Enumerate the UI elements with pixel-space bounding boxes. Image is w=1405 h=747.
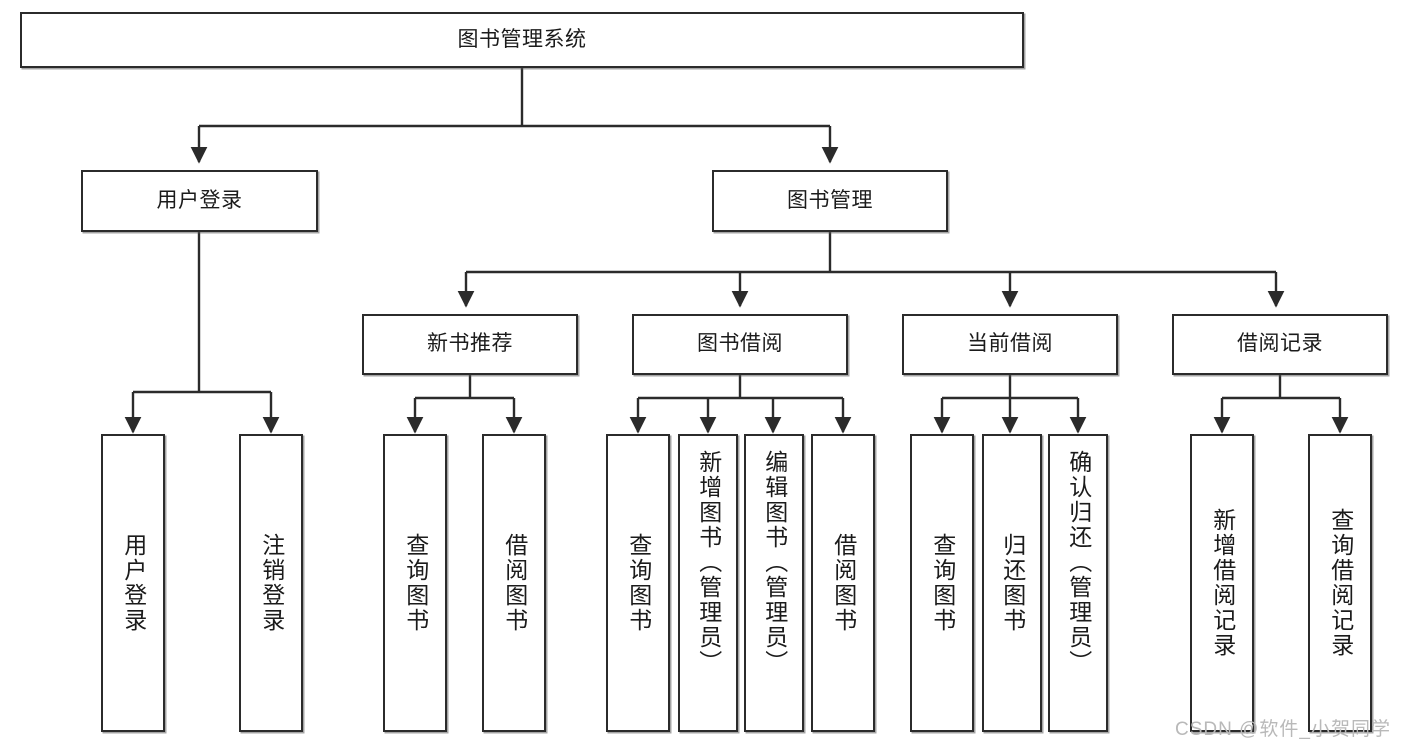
leaf-node-query-book-current[interactable]: 查询图书 — [910, 434, 974, 732]
node-label: 借阅图书 — [501, 533, 528, 633]
node-label: 确认归还（管理员） — [1065, 450, 1092, 675]
node-label: 查询图书 — [929, 533, 956, 633]
node-label: 归还图书 — [999, 533, 1026, 633]
leaf-node-query-book-borrow[interactable]: 查询图书 — [606, 434, 670, 732]
node-label: 用户登录 — [120, 533, 147, 633]
leaf-node-add-book-admin[interactable]: 新增图书（管理员） — [678, 434, 738, 732]
node-book-management[interactable]: 图书管理 — [712, 170, 948, 232]
node-label: 借阅记录 — [1237, 332, 1323, 356]
node-user-login[interactable]: 用户登录 — [81, 170, 318, 232]
node-root-system[interactable]: 图书管理系统 — [20, 12, 1024, 68]
leaf-node-query-borrow-record[interactable]: 查询借阅记录 — [1308, 434, 1372, 732]
leaf-node-confirm-return-admin[interactable]: 确认归还（管理员） — [1048, 434, 1108, 732]
node-label: 编辑图书（管理员） — [761, 450, 788, 675]
leaf-node-query-book-recommend[interactable]: 查询图书 — [383, 434, 447, 732]
leaf-node-logout[interactable]: 注销登录 — [239, 434, 303, 732]
node-book-borrow[interactable]: 图书借阅 — [632, 314, 848, 375]
leaf-node-borrow-book[interactable]: 借阅图书 — [811, 434, 875, 732]
leaf-node-user-login[interactable]: 用户登录 — [101, 434, 165, 732]
node-label: 图书借阅 — [697, 332, 783, 356]
node-label: 新增借阅记录 — [1209, 508, 1236, 658]
leaf-node-add-borrow-record[interactable]: 新增借阅记录 — [1190, 434, 1254, 732]
watermark-text: CSDN @软件_小贺同学 — [1175, 719, 1391, 740]
node-borrow-records[interactable]: 借阅记录 — [1172, 314, 1388, 375]
node-label: 查询图书 — [625, 533, 652, 633]
node-current-borrow[interactable]: 当前借阅 — [902, 314, 1118, 375]
node-new-book-recommend[interactable]: 新书推荐 — [362, 314, 578, 375]
node-label: 查询借阅记录 — [1327, 508, 1354, 658]
node-label: 图书管理系统 — [457, 27, 587, 51]
node-label: 注销登录 — [258, 533, 285, 633]
node-label: 查询图书 — [402, 533, 429, 633]
node-label: 用户登录 — [156, 188, 243, 212]
leaf-node-borrow-book-recommend[interactable]: 借阅图书 — [482, 434, 546, 732]
node-label: 图书管理 — [787, 188, 873, 212]
node-label: 新书推荐 — [427, 332, 513, 356]
leaf-node-return-book[interactable]: 归还图书 — [982, 434, 1042, 732]
node-label: 借阅图书 — [830, 533, 857, 633]
node-label: 当前借阅 — [967, 332, 1053, 356]
node-label: 新增图书（管理员） — [695, 450, 722, 675]
leaf-node-edit-book-admin[interactable]: 编辑图书（管理员） — [744, 434, 804, 732]
